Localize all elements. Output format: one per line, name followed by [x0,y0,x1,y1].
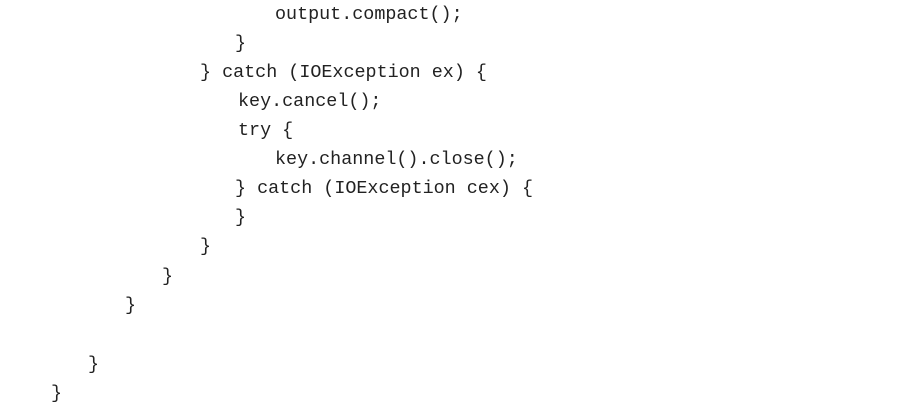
code-line: } [162,266,174,287]
code-line: } [88,354,100,375]
code-line: } catch (IOException ex) { [200,62,487,83]
code-line: output.compact(); [275,4,463,25]
code-line: } [125,295,137,316]
code-line: } catch (IOException cex) { [235,178,533,199]
code-line: } [235,207,247,228]
code-line: try { [238,120,294,141]
code-line: } [235,33,247,54]
code-line: key.cancel(); [238,91,382,112]
code-line: } [200,236,212,257]
code-line: key.channel().close(); [275,149,518,170]
code-line: } [51,383,63,404]
